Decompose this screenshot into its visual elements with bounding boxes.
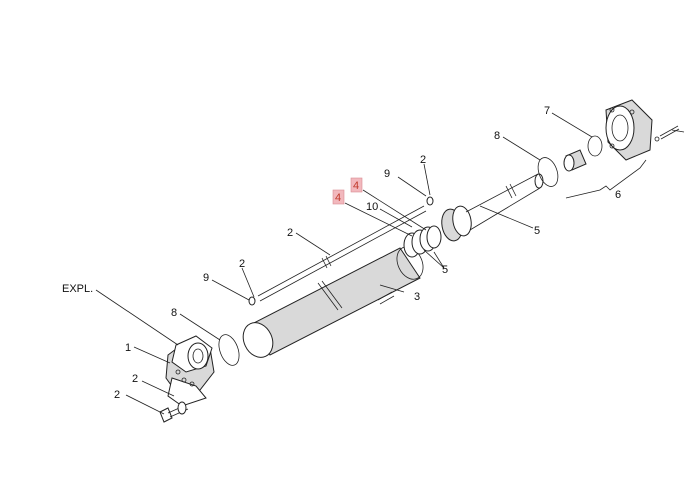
- callout-labels: EXPL. 1 2 2 2 2 2 3 4 4 5 5 6 7 8 8 9 9 …: [62, 105, 621, 401]
- highlight-callout-4b: [350, 177, 363, 193]
- callout-10: 10: [366, 201, 378, 213]
- part-nut-upper: [426, 196, 434, 206]
- part-o-ring-lower: [218, 334, 240, 366]
- callout-5-seal: 5: [442, 264, 448, 276]
- highlight-callout-4a: [332, 189, 345, 205]
- callout-3: 3: [414, 291, 420, 303]
- callout-9-upper: 9: [384, 168, 390, 180]
- part-tie-rod: [257, 205, 427, 302]
- callout-9-lower: 9: [203, 272, 209, 284]
- part-seal-pack: [403, 225, 442, 258]
- callout-1: 1: [125, 342, 131, 354]
- part-snap-ring: [587, 135, 603, 157]
- part-front-flange: [605, 99, 653, 161]
- callout-2-lower-b: 2: [114, 389, 120, 401]
- callout-2-upper: 2: [420, 154, 426, 166]
- callout-4-a: 4: [335, 192, 341, 204]
- part-bolt-lower: [159, 401, 189, 423]
- callout-5-rod: 5: [534, 225, 540, 237]
- callout-8-upper: 8: [494, 130, 500, 142]
- callout-2-tie-rod: 2: [287, 227, 293, 239]
- part-bushing: [563, 149, 587, 172]
- callout-2-lower-a: 2: [132, 373, 138, 385]
- callout-8-lower: 8: [171, 307, 177, 319]
- part-nut-lower: [248, 296, 256, 306]
- callout-expl: EXPL.: [62, 283, 93, 295]
- part-screw-right: [654, 125, 680, 142]
- part-cylinder-tube: [242, 246, 424, 358]
- callout-7: 7: [544, 105, 550, 117]
- callout-2-nut: 2: [239, 258, 245, 270]
- callout-4-b: 4: [353, 180, 359, 192]
- part-o-ring-upper: [537, 157, 559, 187]
- part-piston-rod: [441, 173, 544, 242]
- part-rod-end: [377, 291, 395, 305]
- leader-lines: [95, 112, 685, 415]
- callout-6: 6: [615, 189, 621, 201]
- part-end-block: [165, 335, 215, 407]
